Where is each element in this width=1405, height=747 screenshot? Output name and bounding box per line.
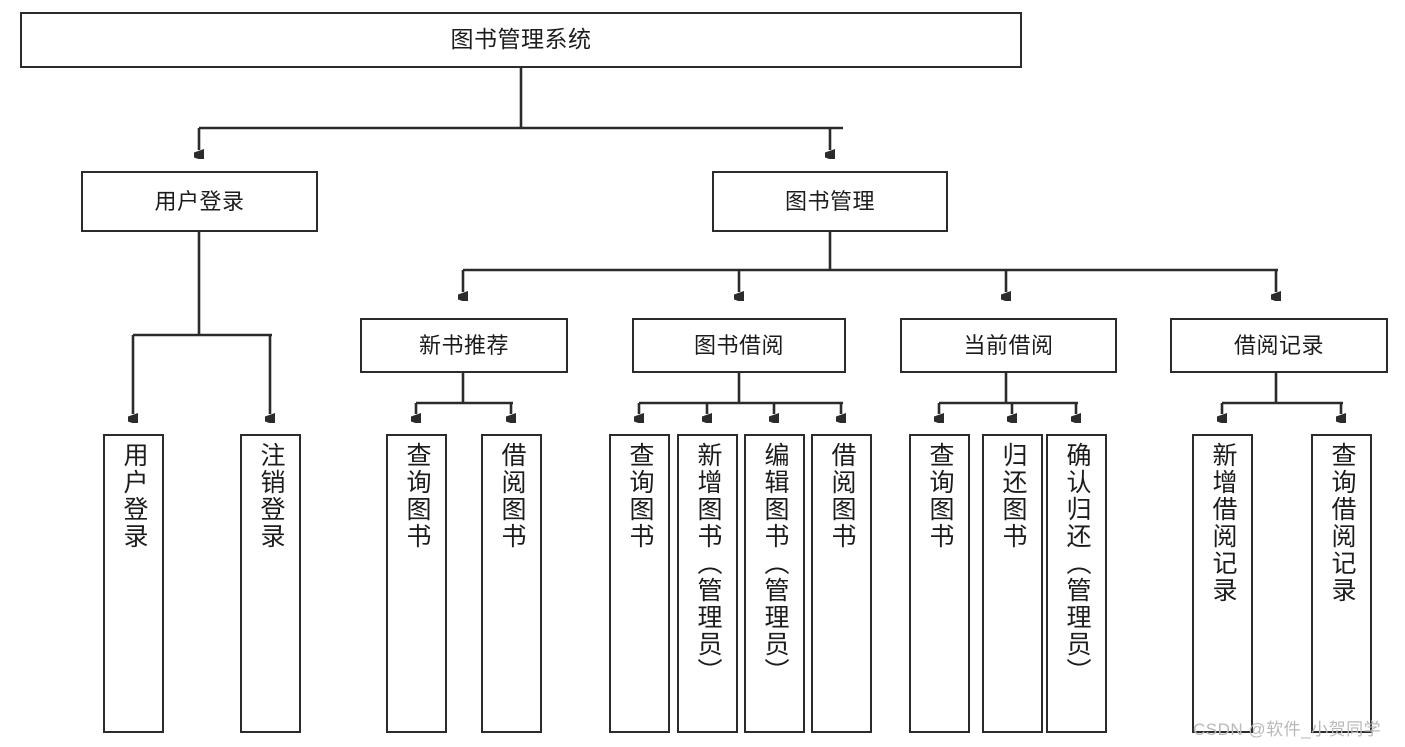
node-leaf-query-book-1[interactable]: 查询图书	[386, 434, 447, 733]
node-book-borrow[interactable]: 图书借阅	[632, 318, 846, 373]
node-leaf-confirm-return-label: 确认归还（管理员）	[1063, 442, 1091, 685]
node-leaf-query-book-3[interactable]: 查询图书	[909, 434, 970, 733]
node-leaf-logout-login-label: 注销登录	[257, 442, 285, 550]
csdn-watermark: CSDN @软件_小贺同学	[1193, 720, 1382, 739]
node-leaf-add-book-label: 新增图书（管理员）	[694, 442, 722, 685]
node-book-borrow-label: 图书借阅	[693, 332, 784, 358]
node-leaf-add-borrow-record[interactable]: 新增借阅记录	[1192, 434, 1253, 733]
node-leaf-query-borrow-record-label: 查询借阅记录	[1328, 442, 1356, 604]
node-user-login[interactable]: 用户登录	[81, 171, 318, 232]
node-leaf-user-login[interactable]: 用户登录	[103, 434, 164, 733]
node-leaf-logout-login[interactable]: 注销登录	[240, 434, 301, 733]
node-leaf-borrow-book-1-label: 借阅图书	[498, 442, 526, 550]
node-borrow-record[interactable]: 借阅记录	[1170, 318, 1388, 373]
node-leaf-query-book-1-label: 查询图书	[403, 442, 431, 550]
node-leaf-edit-book[interactable]: 编辑图书（管理员）	[744, 434, 805, 733]
node-leaf-borrow-book-2[interactable]: 借阅图书	[811, 434, 872, 733]
node-leaf-borrow-book-1[interactable]: 借阅图书	[481, 434, 542, 733]
node-leaf-borrow-book-2-label: 借阅图书	[828, 442, 856, 550]
node-leaf-query-borrow-record[interactable]: 查询借阅记录	[1311, 434, 1372, 733]
node-leaf-edit-book-label: 编辑图书（管理员）	[761, 442, 789, 685]
node-current-borrow[interactable]: 当前借阅	[900, 318, 1117, 373]
node-borrow-record-label: 借阅记录	[1233, 332, 1324, 358]
node-new-book-recommendation[interactable]: 新书推荐	[360, 318, 568, 373]
node-leaf-add-borrow-record-label: 新增借阅记录	[1209, 442, 1237, 604]
node-current-borrow-label: 当前借阅	[963, 332, 1054, 358]
node-leaf-add-book[interactable]: 新增图书（管理员）	[677, 434, 738, 733]
node-new-book-recommendation-label: 新书推荐	[418, 332, 509, 358]
node-book-management[interactable]: 图书管理	[712, 171, 948, 232]
node-root-label: 图书管理系统	[450, 26, 592, 53]
node-leaf-query-book-2[interactable]: 查询图书	[609, 434, 670, 733]
node-root-book-management-system[interactable]: 图书管理系统	[20, 12, 1022, 68]
node-leaf-confirm-return[interactable]: 确认归还（管理员）	[1046, 434, 1107, 733]
node-book-management-label: 图书管理	[784, 188, 875, 214]
node-leaf-user-login-label: 用户登录	[120, 442, 148, 550]
node-leaf-query-book-2-label: 查询图书	[626, 442, 654, 550]
node-leaf-query-book-3-label: 查询图书	[926, 442, 954, 550]
node-leaf-return-book-label: 归还图书	[999, 442, 1027, 550]
node-user-login-label: 用户登录	[154, 188, 245, 214]
node-leaf-return-book[interactable]: 归还图书	[982, 434, 1043, 733]
